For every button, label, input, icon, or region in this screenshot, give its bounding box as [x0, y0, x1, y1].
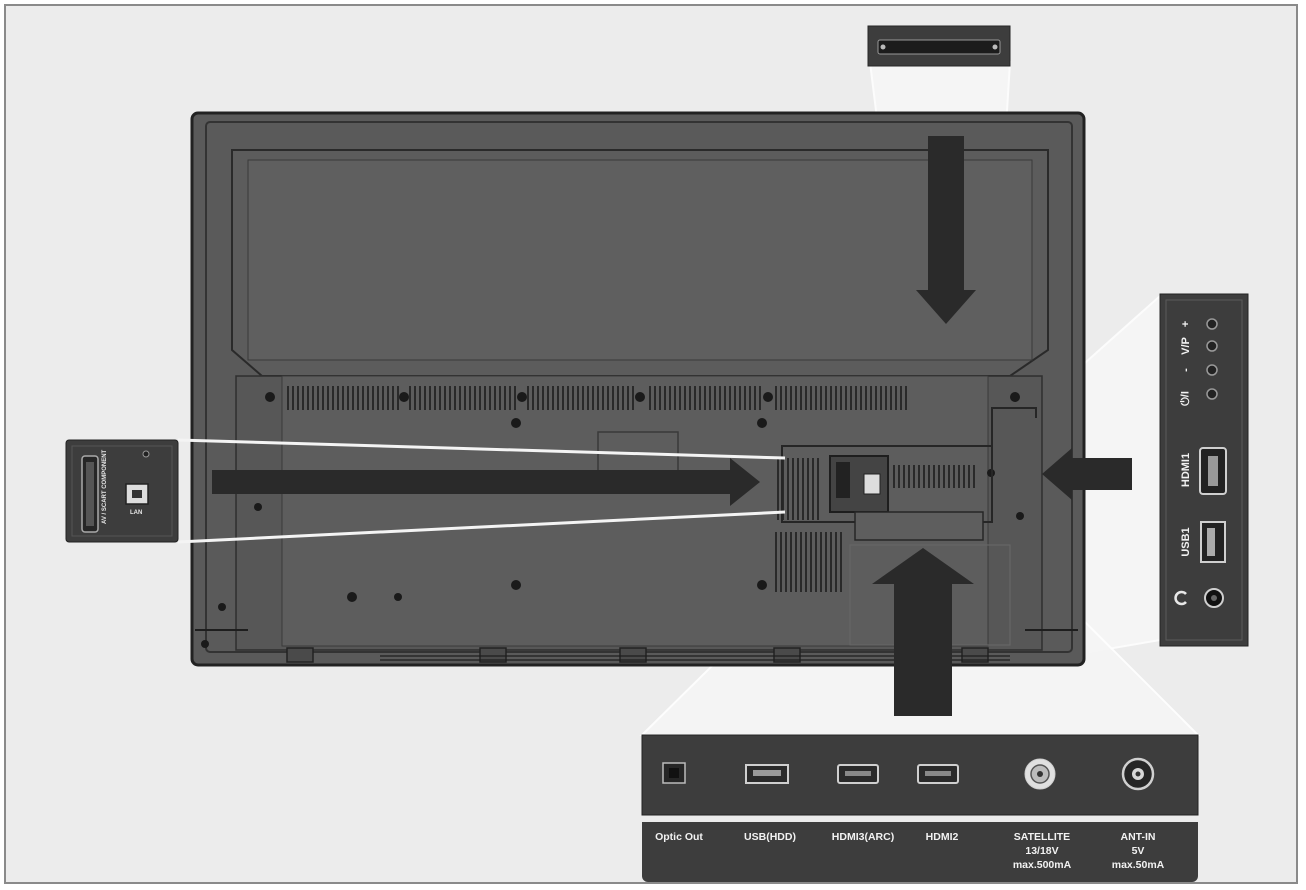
arrow-up-icon	[872, 548, 974, 716]
vp-label: V/P	[1180, 337, 1192, 355]
usb-hdd-label: USB(HDD)	[744, 831, 796, 843]
top-vent-grille	[287, 386, 907, 410]
ant-in-label: ANT-IN 5V max.50mA	[1111, 831, 1165, 871]
vp-plus-label: +	[1180, 320, 1192, 328]
stand-mounts	[286, 647, 989, 663]
side-connector-panel	[1159, 293, 1249, 647]
arrow-left-icon	[1042, 448, 1132, 500]
power-label: ⏻/I	[1179, 391, 1192, 406]
hdmi1-label: HDMI1	[1180, 452, 1192, 488]
left-connector-panel	[65, 439, 179, 543]
vp-minus-label: -	[1180, 368, 1192, 372]
left-callout-ray-top	[177, 438, 786, 460]
lan-label: LAN	[130, 510, 143, 516]
usb1-label: USB1	[1180, 527, 1192, 557]
hdmi3-label: HDMI3(ARC)	[831, 831, 895, 843]
side-vent-grille	[775, 458, 975, 592]
arrow-right-icon	[212, 458, 760, 506]
arrow-down-icon	[916, 136, 976, 324]
satellite-label: SATELLITE 13/18V max.500mA	[1012, 831, 1072, 871]
bottom-connector-panel	[641, 734, 1199, 816]
top-connector-panel	[867, 25, 1011, 67]
connector-bay	[781, 407, 1037, 646]
scart-label: AV / SCART COMPONENT	[102, 449, 108, 524]
power-button	[1206, 388, 1218, 400]
headphone-icon	[1174, 590, 1187, 606]
port-labels-bar: Optic Out USB(HDD) HDMI3(ARC) HDMI2 SATE…	[642, 822, 1198, 882]
vp-minus-button	[1206, 340, 1218, 352]
vp-button	[1206, 364, 1218, 376]
vp-plus-button	[1206, 318, 1218, 330]
optic-out-label: Optic Out	[655, 831, 703, 843]
left-callout-ray-bottom	[177, 510, 786, 544]
hdmi2-label: HDMI2	[925, 831, 959, 843]
